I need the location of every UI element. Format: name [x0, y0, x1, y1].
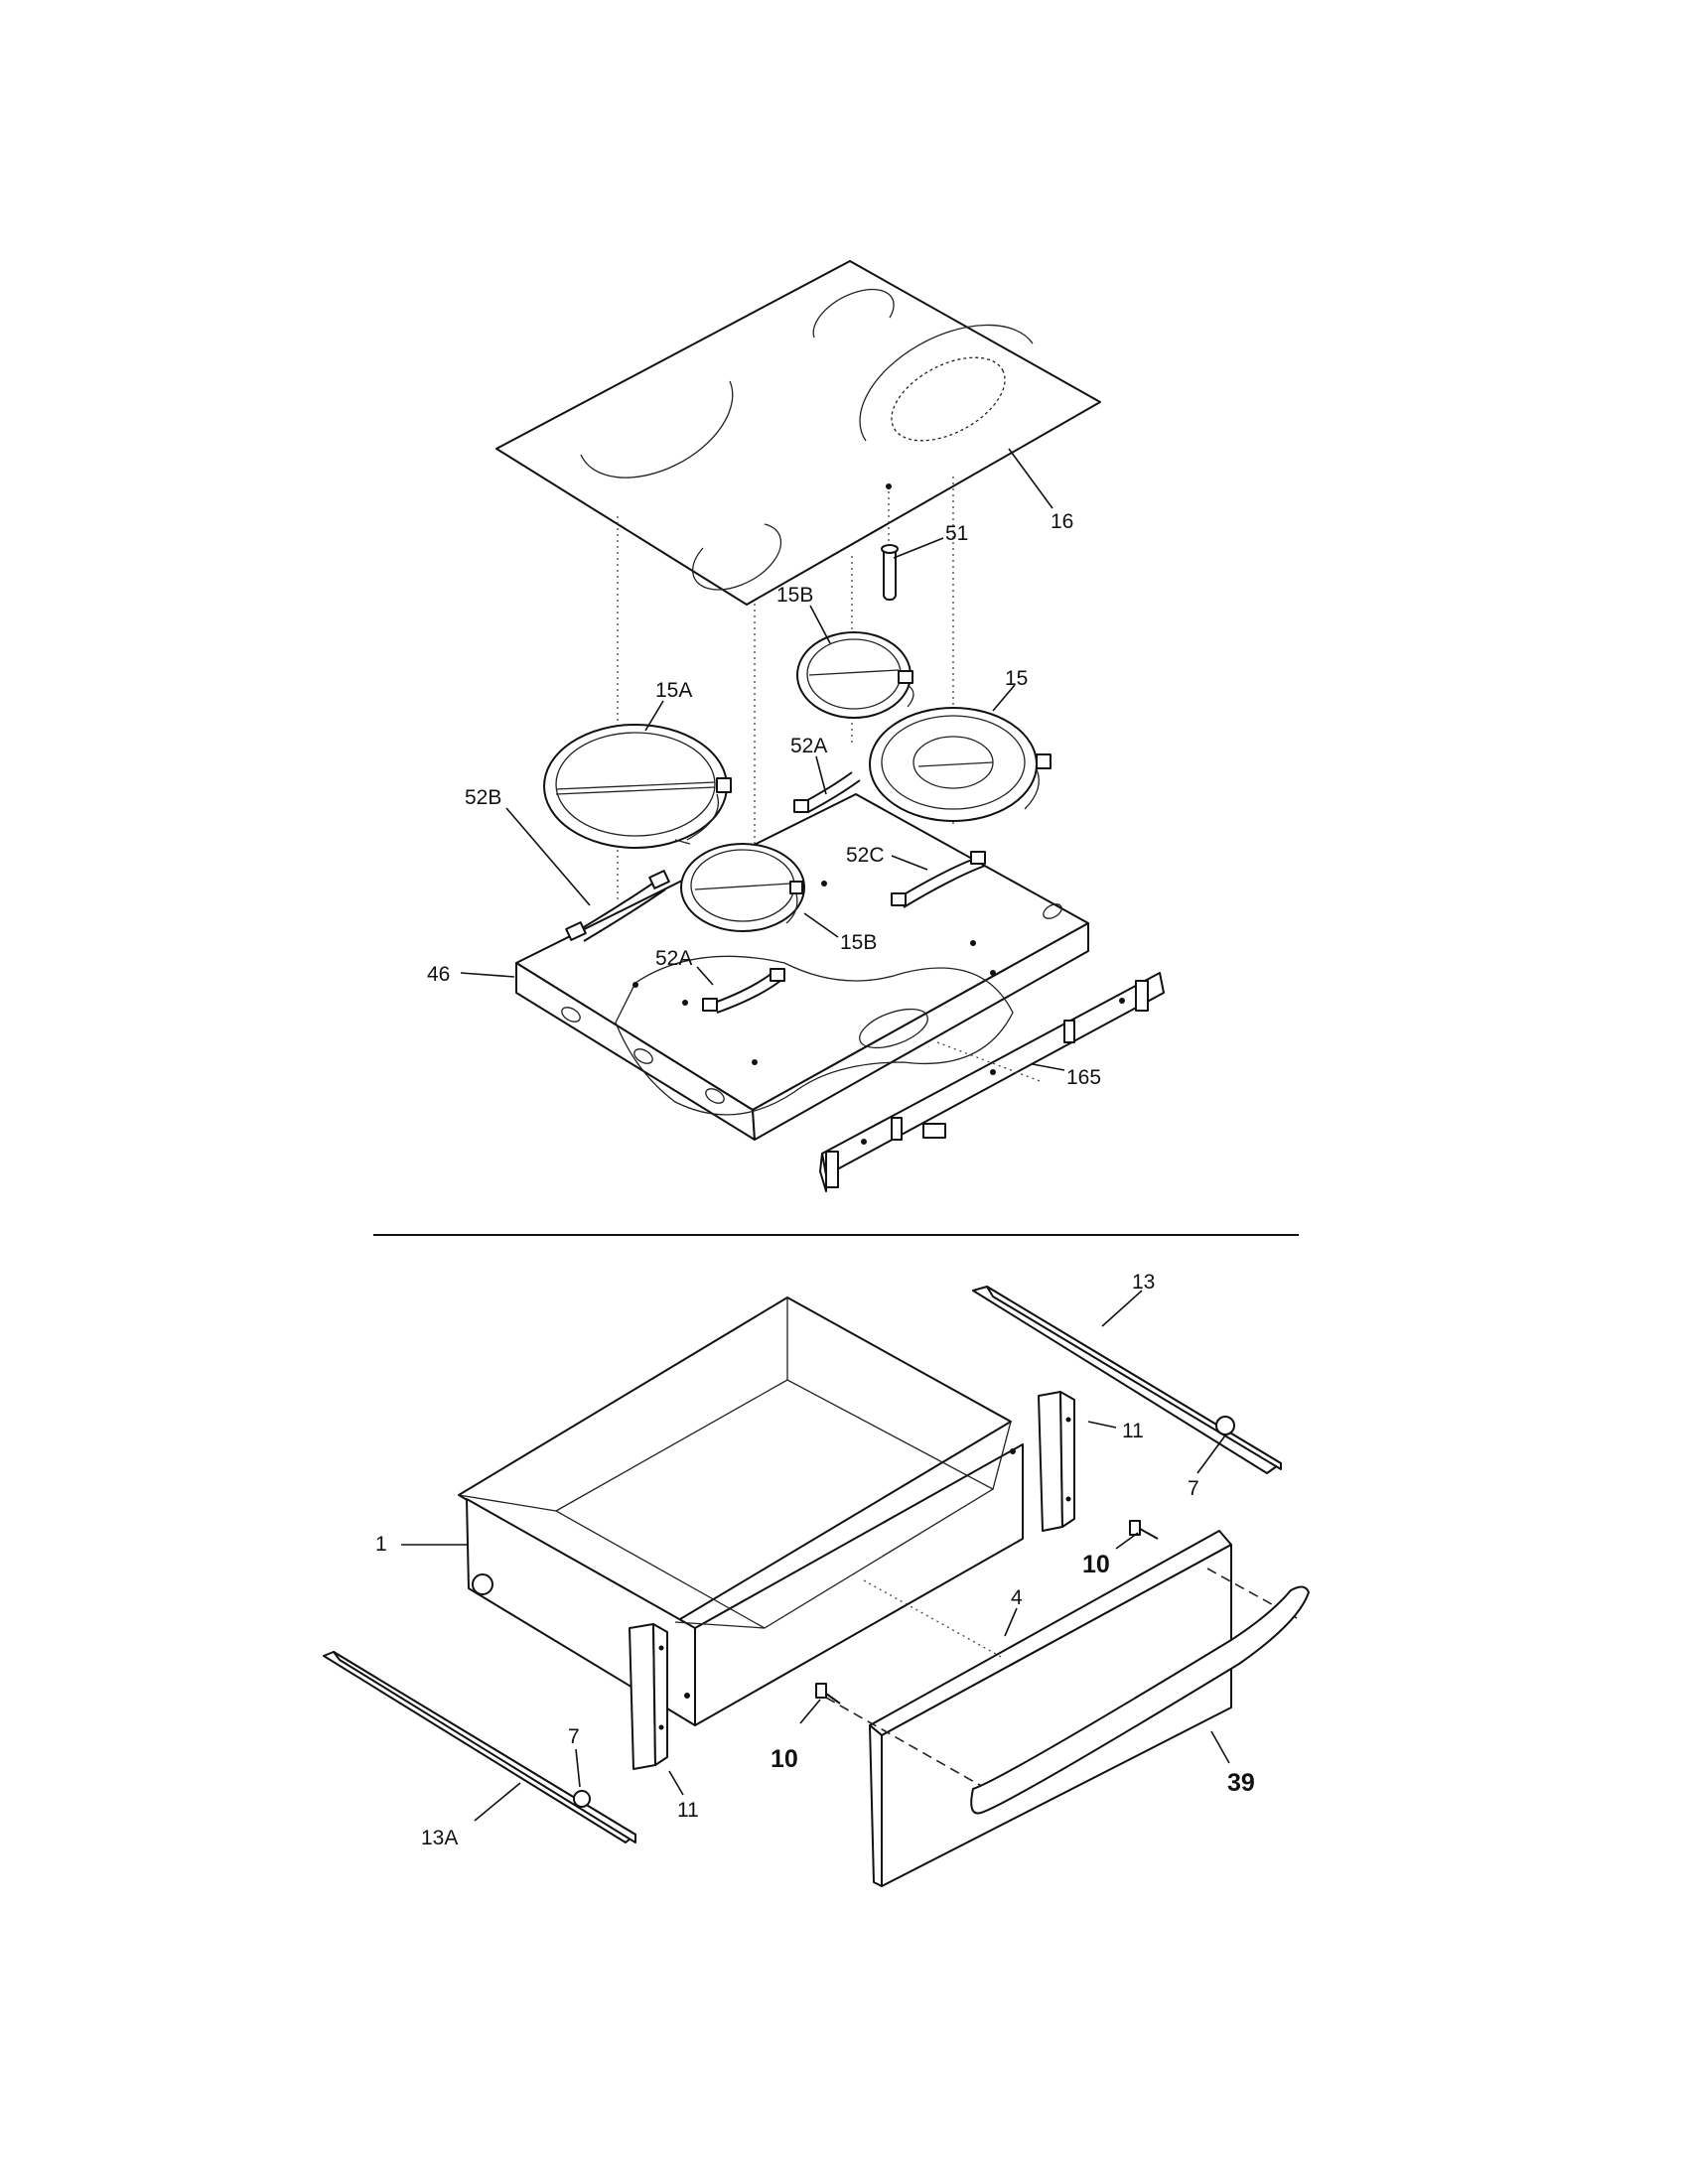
callout-10-left: 10	[771, 1745, 798, 1773]
callout-1: 1	[375, 1533, 387, 1556]
callout-46: 46	[427, 963, 450, 986]
callout-4: 4	[1011, 1586, 1023, 1609]
rear-bracket-part	[819, 972, 1165, 1192]
sensor-part	[881, 544, 899, 601]
screw-10-left-part	[815, 1683, 841, 1705]
callout-52c: 52C	[846, 844, 885, 867]
glass-cooktop-part	[495, 260, 1101, 606]
callout-39: 39	[1227, 1769, 1255, 1797]
handle-part	[970, 1585, 1310, 1815]
cooktop-assembly	[495, 260, 1165, 1192]
callout-15a: 15A	[655, 679, 692, 702]
element-15b-bottom-part	[680, 843, 805, 932]
leader-lines	[401, 448, 1230, 1822]
callout-labels: 16 51 15B 15 15A 52A 52B 52C 15B 52A 46 …	[375, 510, 1255, 1849]
callout-11-right: 11	[1122, 1420, 1144, 1442]
rail-13a-part	[323, 1651, 636, 1843]
callout-52a-top: 52A	[790, 735, 827, 757]
slide-11-right-part	[1038, 1391, 1075, 1532]
callout-13: 13	[1132, 1271, 1155, 1294]
callout-7-left: 7	[568, 1725, 580, 1748]
slide-11-left-part	[629, 1623, 668, 1770]
callout-15b-top: 15B	[776, 584, 813, 607]
callout-13a: 13A	[421, 1827, 458, 1849]
element-15a-part	[543, 724, 732, 849]
drawer-body-part	[458, 1297, 1024, 1726]
cooktop-pan-part	[515, 793, 1089, 1141]
callout-15b-bottom: 15B	[840, 931, 877, 954]
callout-51: 51	[945, 522, 968, 545]
callout-52a-bottom: 52A	[655, 947, 692, 970]
drawer-front-part	[869, 1530, 1232, 1887]
callout-11-left: 11	[677, 1799, 699, 1822]
callout-165: 165	[1066, 1066, 1101, 1089]
element-15-part	[869, 707, 1052, 822]
callout-52b: 52B	[465, 786, 501, 809]
callout-7-right: 7	[1188, 1477, 1199, 1500]
brackets-52-part	[565, 771, 986, 1014]
callout-10-right: 10	[1082, 1551, 1110, 1578]
callout-16: 16	[1051, 510, 1073, 533]
drawer-assembly	[323, 1286, 1310, 1887]
rail-13-part	[972, 1286, 1282, 1474]
element-15b-top-part	[796, 631, 914, 719]
callout-15: 15	[1005, 667, 1028, 690]
